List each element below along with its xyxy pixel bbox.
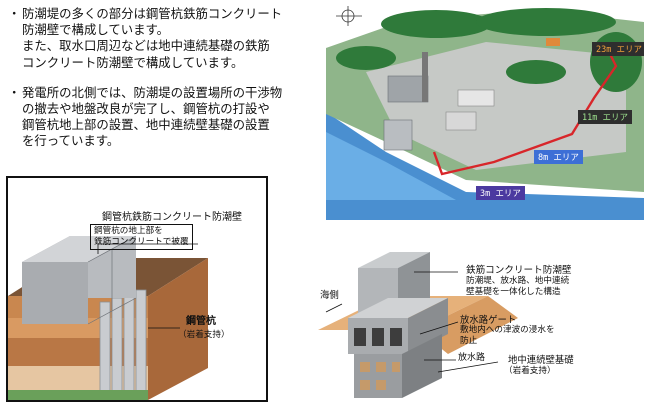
bullet-1-line-2: 防潮壁で構成しています。 [22,22,170,38]
gate-note: 敷地内への津波の浸水を 防止 [460,325,555,347]
rc-wall-diagram: 鉄筋コンクリート防潮壁 防潮堤、放水路、地中連続 壁基礎を一体化した構造 海側 … [318,238,648,400]
sea-side-label: 海側 [320,290,339,301]
steel-pipe-pile-sub: （岩着支持） [178,330,230,340]
area-label-8m: 8m エリア [534,150,583,164]
pile-wall-diagram-frame: 鋼管杭鉄筋コンクリート防潮壁 鋼管杭の地上部を 鉄筋コンクリートで被覆 鋼管杭 … [6,176,268,402]
area-label-3m: 3m エリア [476,186,525,200]
description-text: ・ 防潮堤の多くの部分は鋼管杭鉄筋コンクリート 防潮壁で構成しています。 また、… [6,6,324,164]
discharge-channel-label: 放水路 [458,353,486,363]
bullet-2-line-3: 鋼管杭地上部の設置、地中連続壁基礎の設置 [22,117,270,133]
bullet-mark: ・ [8,84,21,100]
gate-note-line-1: 敷地内への津波の浸水を [460,325,555,335]
site-aerial-illustration [326,2,644,220]
area-label-23m: 23m エリア [592,42,644,56]
bullet-1-line-4: コンクリート防潮壁で構成しています。 [22,54,244,70]
pile-wall-note-line-2: 鉄筋コンクリートで被覆 [94,237,189,247]
rc-wall-title: 鉄筋コンクリート防潮壁 [466,265,572,276]
bullet-1-line-1: 防潮堤の多くの部分は鋼管杭鉄筋コンクリート [22,6,283,21]
steel-pipe-pile-label: 鋼管杭 [186,316,216,327]
pile-wall-note: 鋼管杭の地上部を 鉄筋コンクリートで被覆 [90,224,193,250]
pile-wall-note-line-1: 鋼管杭の地上部を [94,226,163,236]
gate-title: 放水路ゲート [460,315,517,326]
bullet-2-line-4: を行っています。 [22,133,120,149]
bullet-1-line-3: また、取水口周辺などは地中連続基礎の鉄筋 [22,38,270,54]
rc-wall-note-line-2: 壁基礎を一体化した構造 [466,287,561,297]
site-aerial-map: 23m エリア 11m エリア 8m エリア 3m エリア [326,2,644,220]
rc-wall-note-line-1: 防潮堤、放水路、地中連続 [466,276,570,286]
pile-wall-illustration [8,235,208,400]
area-label-11m: 11m エリア [578,110,632,124]
rc-wall-note: 防潮堤、放水路、地中連続 壁基礎を一体化した構造 [466,276,569,298]
bullet-2-line-1: 発電所の北側では、防潮堤の設置場所の干渉物 [22,84,283,100]
gate-note-line-2: 防止 [460,336,478,346]
foundation-title: 地中連続壁基礎 [508,355,574,366]
pile-wall-title: 鋼管杭鉄筋コンクリート防潮壁 [102,212,242,223]
bullet-item-2: ・ 発電所の北側では、防潮堤の設置場所の干渉物 の撤去や地盤改良が完了し、鋼管杭… [6,85,324,150]
bullet-2-line-2: の撤去や地盤改良が完了し、鋼管杭の打設や [22,101,270,117]
foundation-sub: （岩着支持） [504,366,556,376]
rc-wall-illustration [318,252,518,398]
bullet-mark: ・ [8,6,21,21]
bullet-item-1: ・ 防潮堤の多くの部分は鋼管杭鉄筋コンクリート 防潮壁で構成しています。 また、… [6,6,324,71]
